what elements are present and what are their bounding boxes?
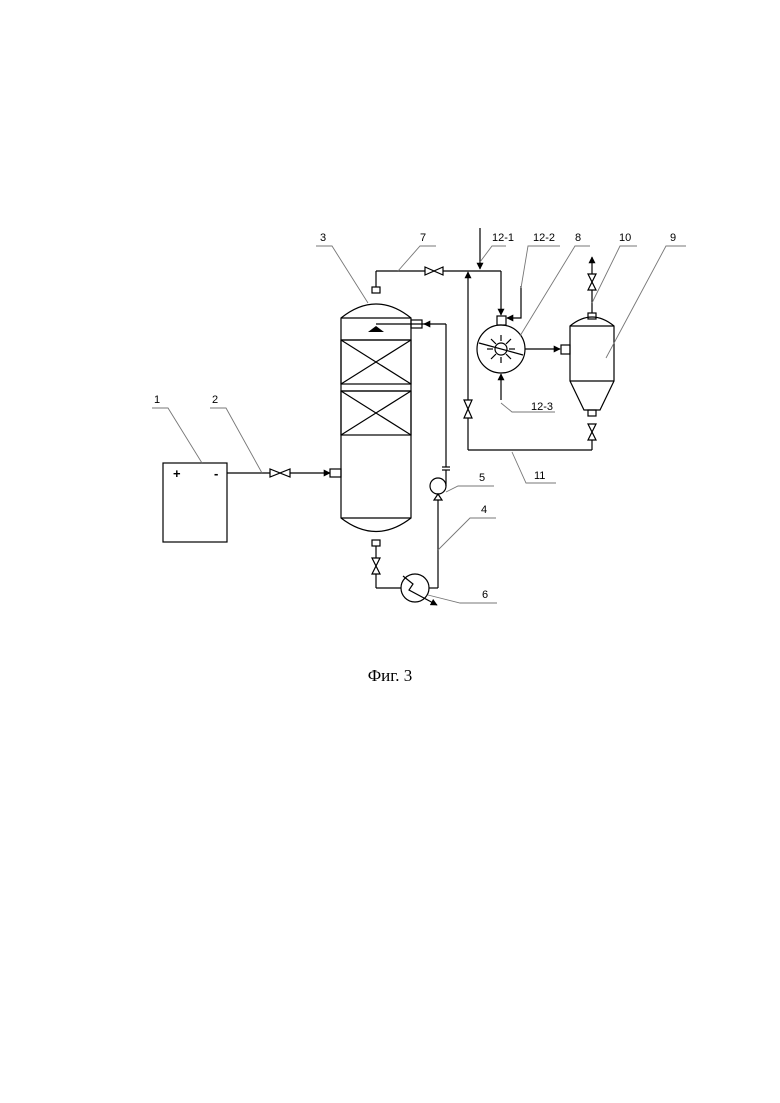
label-10: 10: [619, 232, 631, 244]
label-1: 1: [154, 394, 160, 406]
feed-line-2: [227, 469, 341, 477]
label-12-2: 12-2: [533, 232, 555, 244]
minus-sign: -: [214, 466, 218, 481]
separator: [561, 257, 614, 450]
label-6: 6: [482, 589, 488, 601]
label-12-3: 12-3: [531, 401, 553, 413]
reactor: [477, 286, 560, 400]
column: [341, 287, 430, 546]
leader-lines: [152, 246, 686, 603]
label-8: 8: [575, 232, 581, 244]
bottom-circuit: [372, 546, 401, 588]
overhead-line-7: [376, 228, 501, 315]
power-source: + -: [163, 463, 227, 542]
label-11: 11: [534, 470, 545, 482]
heat-exchanger: [401, 574, 438, 605]
valve-line-2: [270, 469, 290, 477]
label-9: 9: [670, 232, 676, 244]
labels: 1 2 3 7 12-1 12-2 8 10 9 12-3 11 5 4 6: [154, 232, 676, 601]
pump: [424, 324, 450, 588]
label-4: 4: [481, 504, 487, 516]
label-12-1: 12-1: [492, 232, 514, 244]
recycle-line-11: [464, 272, 592, 450]
label-3: 3: [320, 232, 326, 244]
figure-caption: Фиг. 3: [368, 666, 413, 685]
label-7: 7: [420, 232, 426, 244]
plus-sign: +: [173, 466, 181, 481]
label-5: 5: [479, 472, 485, 484]
label-2: 2: [212, 394, 218, 406]
